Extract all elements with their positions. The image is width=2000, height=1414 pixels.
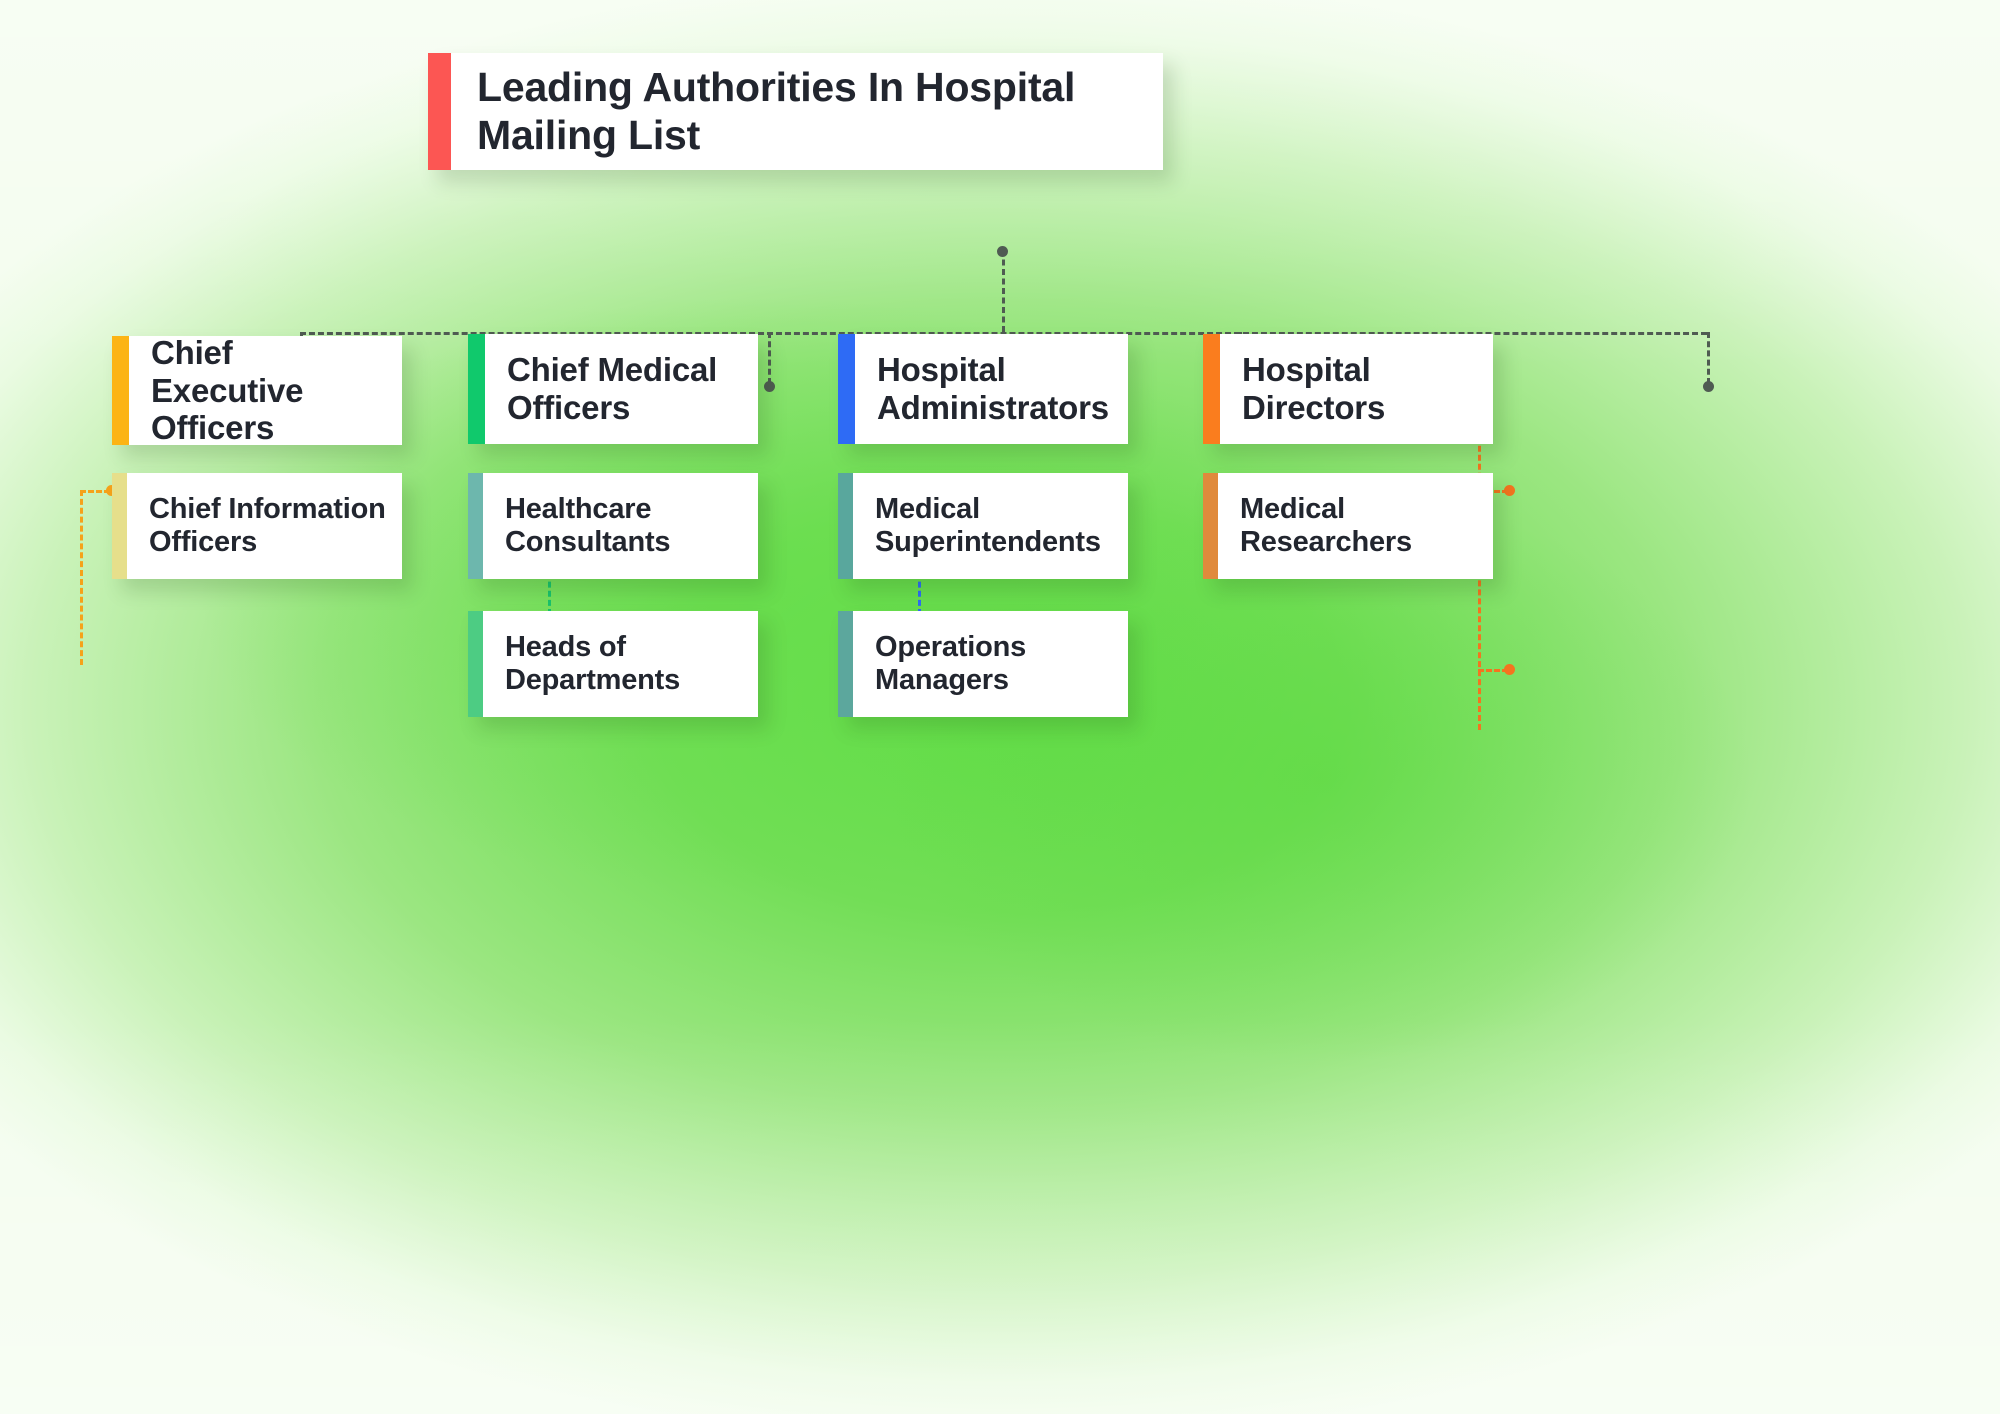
column1-dot-1 [106,485,117,496]
node-accent-bar [838,334,855,444]
node-label: Chief Executive Officers [151,334,304,447]
column3-spine [918,490,921,670]
node-accent-bar [838,611,853,717]
node-label: Healthcare Consultants [505,492,671,558]
chart-title-card: Leading Authorities In Hospital Mailing … [428,53,1163,170]
node-chief-information-officers[interactable]: Chief Information Officers [112,473,402,579]
branch-dot-2 [764,381,775,392]
node-label: Chief Information Officers [149,492,386,558]
node-medical-superintendents[interactable]: Medical Superintendents [838,473,1128,579]
node-label: Operations Managers [875,630,1027,696]
branch-drop-2 [768,332,771,384]
node-heads-of-departments[interactable]: Heads of Departments [468,611,758,717]
column4-link-1 [1478,490,1508,493]
node-label: Medical Researchers [1240,492,1412,558]
node-chief-executive-officers[interactable]: Chief Executive Officers [112,334,402,447]
node-label: Chief Medical Officers [507,351,718,426]
node-label: Hospital Administrators [877,351,1109,426]
node-label: Heads of Departments [505,630,681,696]
node-accent-bar [838,473,853,579]
node-medical-researchers[interactable]: Medical Researchers [1203,473,1493,579]
node-accent-bar [468,473,483,579]
node-label: Medical Superintendents [875,492,1101,558]
page-title: Leading Authorities In Hospital Mailing … [477,63,1076,158]
node-operations-managers[interactable]: Operations Managers [838,611,1128,717]
column1-spine [80,490,83,665]
node-chief-medical-officers[interactable]: Chief Medical Officers [468,334,758,444]
branch-dot-4 [1703,381,1714,392]
column1-link-1 [80,490,110,493]
node-accent-bar [112,473,127,579]
column4-dot-2 [1504,664,1515,675]
node-accent-bar [112,336,129,445]
node-accent-bar [1203,334,1220,444]
node-label: Hospital Directors [1242,351,1386,426]
trunk-vertical-line [1002,250,1005,332]
node-accent-bar [468,334,485,444]
node-hospital-directors[interactable]: Hospital Directors [1203,334,1493,444]
branch-drop-4 [1707,332,1710,384]
column4-dot-1 [1504,485,1515,496]
node-accent-bar [1203,473,1218,579]
column4-link-2 [1478,669,1508,672]
node-hospital-administrators[interactable]: Hospital Administrators [838,334,1128,444]
node-healthcare-consultants[interactable]: Healthcare Consultants [468,473,758,579]
column2-spine [548,490,551,670]
trunk-top-dot [997,246,1008,257]
node-accent-bar [468,611,483,717]
branch-rail [300,332,1707,335]
title-accent-bar [428,53,451,170]
